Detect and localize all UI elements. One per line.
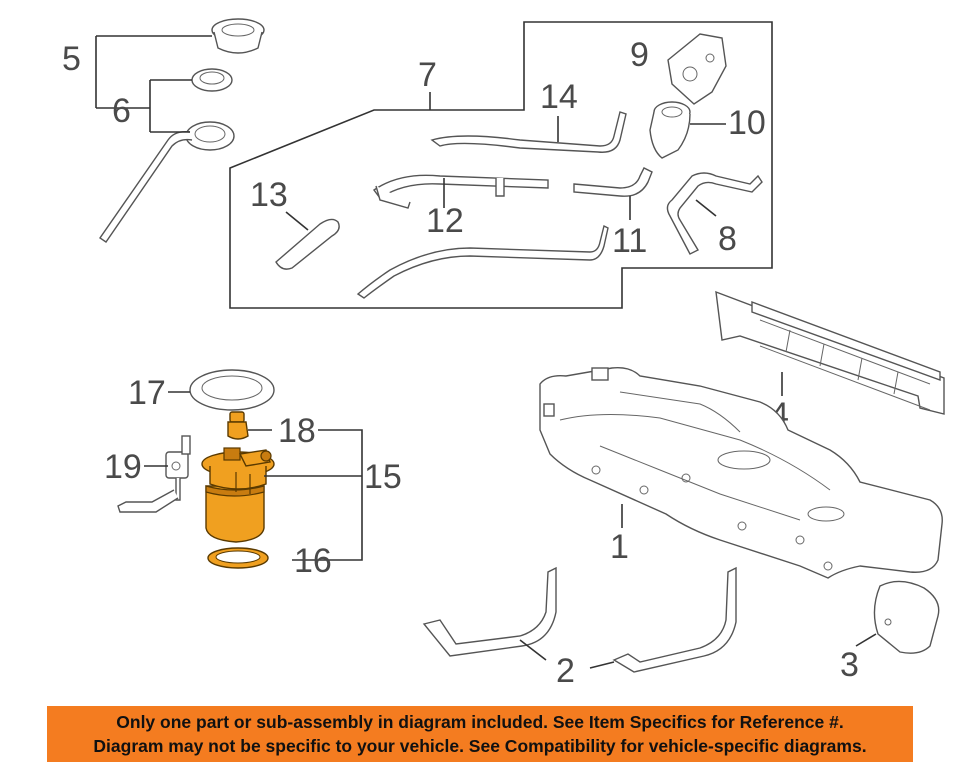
tank-strap-left — [422, 566, 557, 657]
bracket-5 — [95, 35, 212, 109]
pipe-12-bracket — [495, 178, 505, 197]
disclaimer-line-2: Diagram may not be specific to your vehi… — [93, 736, 867, 756]
callout-18: 18 — [278, 412, 316, 450]
heat-shield — [873, 580, 940, 654]
filler-housing — [649, 101, 691, 159]
callout-7: 7 — [418, 56, 437, 94]
filler-gasket — [191, 68, 233, 92]
bracket-15 — [264, 429, 363, 561]
callout-14: 14 — [540, 78, 578, 116]
leader-2 — [519, 639, 615, 669]
fuel-pump-module — [201, 447, 275, 543]
vent-pipe-12 — [373, 174, 549, 199]
bracket-6 — [149, 79, 192, 133]
tank-strap-right — [612, 566, 737, 673]
callout-19: 19 — [104, 448, 142, 486]
pipe-12-clip — [375, 185, 411, 209]
callout-16: 16 — [294, 542, 332, 580]
hose-13 — [275, 218, 340, 270]
leader-8 — [695, 199, 717, 217]
fill-pipe — [356, 224, 609, 299]
callout-9: 9 — [630, 36, 649, 74]
callout-10: 10 — [728, 104, 766, 142]
fuel-cap — [211, 18, 265, 54]
callout-8: 8 — [718, 220, 737, 258]
callout-12: 12 — [426, 202, 464, 240]
filler-bracket — [667, 33, 727, 105]
vent-hose-14 — [430, 111, 627, 153]
leader-13 — [285, 211, 309, 231]
fuel-pump-seal — [207, 547, 269, 569]
fuel-tank — [539, 366, 943, 579]
callout-6: 6 — [112, 92, 131, 130]
callout-17: 17 — [128, 374, 166, 412]
hose-11 — [573, 167, 653, 197]
filler-neck-pipe — [99, 121, 235, 243]
callout-15: 15 — [364, 458, 402, 496]
callout-1: 1 — [610, 528, 629, 566]
callout-13: 13 — [250, 176, 288, 214]
parts-diagram: 5 6 7 9 10 14 12 13 11 8 — [62, 18, 945, 690]
lock-ring — [189, 369, 275, 411]
disclaimer-banner: Only one part or sub-assembly in diagram… — [47, 706, 913, 762]
tank-shield — [715, 290, 945, 415]
callout-2: 2 — [556, 652, 575, 690]
callout-3: 3 — [840, 646, 859, 684]
hose-8 — [666, 172, 763, 255]
leader-3 — [855, 633, 877, 647]
disclaimer-line-1: Only one part or sub-assembly in diagram… — [116, 712, 844, 732]
callout-5: 5 — [62, 40, 81, 78]
callout-11: 11 — [612, 222, 647, 260]
pressure-valve — [227, 411, 249, 440]
group-box-7 — [229, 21, 773, 309]
fuel-level-sensor — [117, 435, 191, 513]
